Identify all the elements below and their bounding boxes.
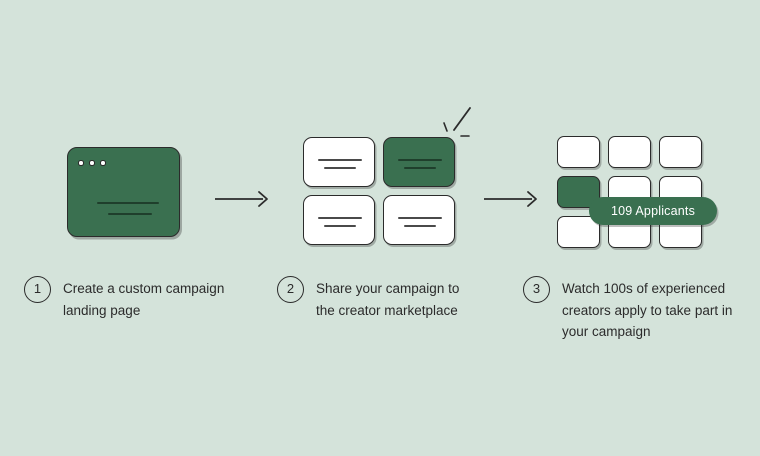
window-dot-maximize-icon [100, 160, 106, 166]
step-1-number: 1 [24, 276, 51, 303]
card-line-short [324, 167, 356, 169]
card-line-long [398, 159, 442, 161]
sparkle-icon [432, 104, 482, 144]
step-1-text: Create a custom campaign landing page [63, 281, 225, 318]
applicants-count-badge: 109 Applicants [589, 197, 717, 225]
step-1-caption: 1 Create a custom campaign landing page [24, 276, 239, 321]
card-line-short [324, 225, 356, 227]
step-2-text: Share your campaign to the creator marke… [316, 281, 460, 318]
marketplace-card-grid [303, 137, 455, 245]
card-line-long [398, 217, 442, 219]
window-dot-minimize-icon [89, 160, 95, 166]
window-content-line-short [108, 213, 152, 216]
applicant-card[interactable] [557, 136, 600, 168]
arrow-right-icon [484, 188, 540, 210]
landing-page-window [67, 147, 180, 237]
step-2-number: 2 [277, 276, 304, 303]
applicants-card-grid [557, 136, 709, 248]
marketplace-card[interactable] [303, 195, 375, 245]
arrow-right-icon [215, 188, 271, 210]
applicant-card[interactable] [659, 136, 702, 168]
card-line-long [318, 159, 362, 161]
card-line-short [404, 225, 436, 227]
step-3-number: 3 [523, 276, 550, 303]
step-3-text: Watch 100s of experienced creators apply… [562, 281, 733, 339]
marketplace-card[interactable] [303, 137, 375, 187]
applicant-card[interactable] [608, 136, 651, 168]
marketplace-card-selected[interactable] [383, 137, 455, 187]
step-2-caption: 2 Share your campaign to the creator mar… [277, 276, 477, 321]
window-content-line-long [97, 202, 159, 205]
card-line-long [318, 217, 362, 219]
marketplace-card[interactable] [383, 195, 455, 245]
window-dot-close-icon [78, 160, 84, 166]
card-line-short [404, 167, 436, 169]
step-3-caption: 3 Watch 100s of experienced creators app… [523, 276, 753, 343]
